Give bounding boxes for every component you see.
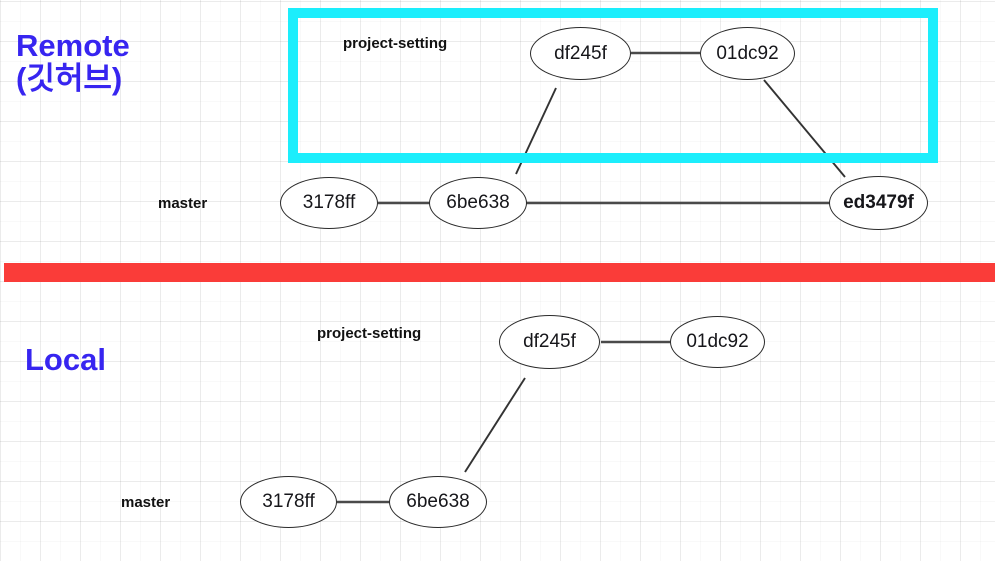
section-title-remote-line1: Remote — [16, 28, 130, 63]
section-title-remote-line2: (깃허브) — [16, 60, 123, 96]
section-title-local: Local — [25, 342, 106, 377]
commit-node-local-01dc92[interactable]: 01dc92 — [670, 316, 765, 368]
remote-local-divider — [4, 263, 995, 282]
commit-node-local-df245f[interactable]: df245f — [499, 315, 600, 369]
commit-node-remote-01dc92[interactable]: 01dc92 — [700, 27, 795, 80]
section-title-remote: Remote (깃허브) — [16, 28, 130, 96]
commit-node-remote-6be638[interactable]: 6be638 — [429, 177, 527, 229]
commit-node-local-6be638[interactable]: 6be638 — [389, 476, 487, 528]
branch-label-local-master: master — [121, 494, 171, 511]
commit-node-remote-ed3479f[interactable]: ed3479f — [829, 176, 928, 230]
branch-label-local-project-setting: project-setting — [317, 325, 422, 342]
commit-node-remote-df245f[interactable]: df245f — [530, 27, 631, 80]
commit-node-local-3178ff[interactable]: 3178ff — [240, 476, 337, 528]
branch-label-remote-project-setting: project-setting — [343, 35, 448, 52]
branch-label-remote-master: master — [158, 195, 208, 212]
edge-local-6be638-df245f — [464, 377, 526, 473]
remote-highlight-box — [288, 8, 938, 163]
commit-node-remote-3178ff[interactable]: 3178ff — [280, 177, 378, 229]
